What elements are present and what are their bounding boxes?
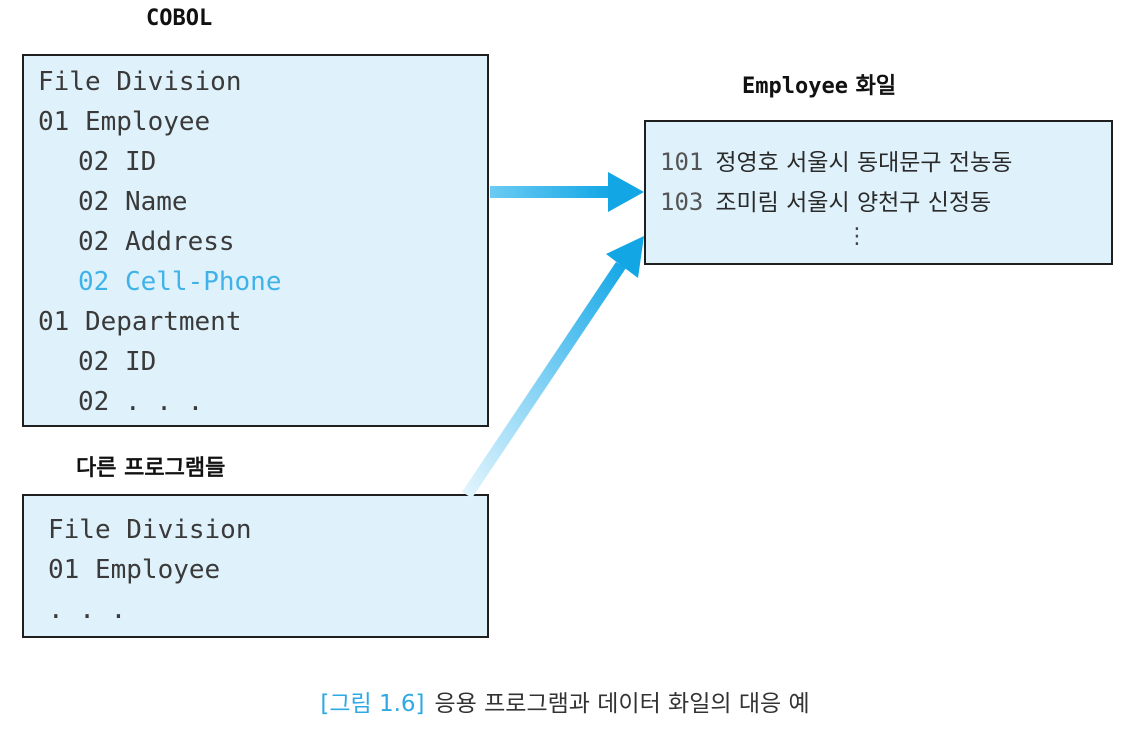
other-program-line: . . . [48, 595, 127, 625]
record-text: 정영호 서울시 동대문구 전농동 [715, 150, 1013, 176]
cobol-line: 02 Cell-Phone [78, 267, 282, 297]
employee-file-box: 101 정영호 서울시 동대문구 전농동 103 조미림 서울시 양천구 신정동 ⋮ [644, 120, 1113, 265]
other-program-line: File Division [48, 515, 252, 545]
other-programs-title: 다른 프로그램들 [76, 456, 226, 481]
employee-record: 101 정영호 서울시 동대문구 전농동 [660, 142, 1111, 182]
cobol-line: 02 . . . [78, 387, 204, 417]
cobol-line: 02 Name [78, 187, 188, 217]
cobol-line: 01 Department [38, 307, 242, 337]
cobol-title: COBOL [146, 6, 213, 31]
employee-file-title-name: Employee [742, 74, 848, 99]
cobol-code-lines: File Division 01 Employee 02 ID 02 Name 02 A… [38, 62, 487, 422]
arrow-other-to-file [462, 236, 644, 498]
employee-file-records: 101 정영호 서울시 동대문구 전농동 103 조미림 서울시 양천구 신정동 [660, 142, 1111, 222]
record-text: 조미림 서울시 양천구 신정동 [715, 190, 992, 216]
employee-file-title-suffix: 화일 [847, 74, 897, 99]
employee-record: 103 조미림 서울시 양천구 신정동 [660, 182, 1111, 222]
other-programs-lines: File Division 01 Employee . . . [48, 510, 487, 630]
arrow-cobol-head [608, 172, 644, 212]
figure-caption-text: 응용 프로그램과 데이터 화일의 대응 예 [434, 691, 810, 717]
figure-caption: [그림 1.6] 응용 프로그램과 데이터 화일의 대응 예 [0, 684, 1130, 718]
arrow-cobol-shaft [490, 186, 612, 198]
cobol-line: File Division [38, 67, 242, 97]
cobol-line: 02 ID [78, 147, 157, 177]
arrow-other-head [606, 236, 644, 278]
arrow-cobol-to-file [490, 172, 644, 212]
record-id: 101 [660, 148, 704, 176]
employee-file-title: Employee 화일 [742, 68, 896, 100]
records-ellipsis: ⋮ [846, 224, 868, 249]
other-program-line: 01 Employee [48, 555, 221, 585]
cobol-line: 01 Employee [38, 107, 211, 137]
cobol-line: 02 Address [78, 227, 235, 257]
cobol-code-box: File Division 01 Employee 02 ID 02 Name 02 A… [22, 54, 489, 427]
other-programs-box: File Division 01 Employee . . . [22, 494, 489, 638]
figure-caption-tag: [그림 1.6] [320, 691, 425, 717]
record-id: 103 [660, 188, 704, 216]
cobol-line: 02 ID [78, 347, 157, 377]
